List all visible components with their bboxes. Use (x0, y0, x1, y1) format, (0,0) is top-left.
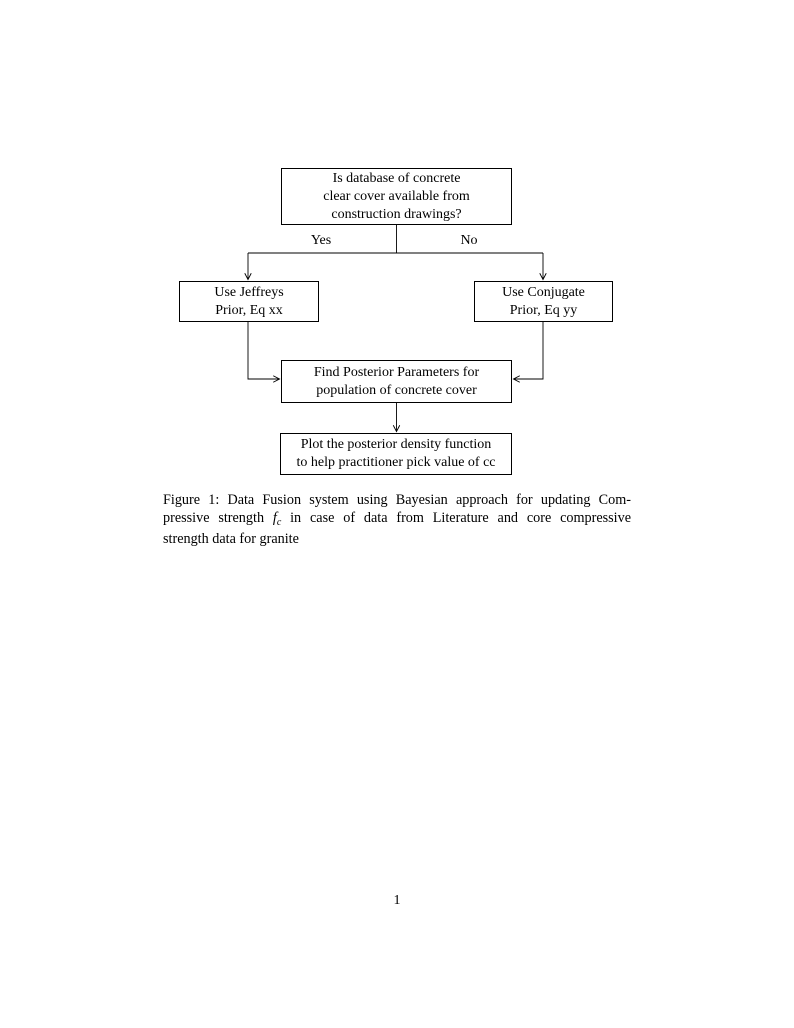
node-text-line: Use Conjugate (502, 284, 585, 300)
node-text-line: to help practitioner pick value of cc (296, 455, 496, 470)
edge-label-yes: Yes (310, 233, 332, 248)
math-symbol-fc: f (272, 509, 277, 526)
figure-1-flowchart: Is database of concrete clear cover avai… (0, 0, 794, 490)
node-text-line: Prior, Eq xx (215, 302, 283, 318)
flowchart-node-decision: Is database of concrete clear cover avai… (281, 168, 512, 225)
caption-line-2: pressive strength fc in case of data fro… (163, 510, 631, 532)
edge-conjugate-to-posterior (512, 322, 544, 383)
node-text-line: Prior, Eq yy (509, 302, 578, 318)
figure-caption: Figure 1: Data Fusion system using Bayes… (163, 492, 631, 549)
node-text-line: Use Jeffreys (214, 284, 284, 300)
caption-line-2-text: pressive strength (163, 509, 273, 526)
flowchart-node-conjugate-prior: Use Conjugate Prior, Eq yy (474, 281, 613, 322)
node-text-line: Plot the posterior density function (300, 437, 492, 452)
edge-label-no: No (460, 233, 478, 248)
caption-line-3: strength data for granite (163, 531, 299, 548)
page-number: 1 (393, 893, 401, 908)
node-text-line: clear cover available from (323, 188, 470, 204)
flowchart-node-plot-density: Plot the posterior density function to h… (280, 433, 512, 475)
node-text-line: Find Posterior Parameters for (313, 364, 480, 380)
math-subscript-c: c (276, 516, 282, 528)
node-text-line: construction drawings? (331, 206, 462, 222)
caption-line-2-text: in case of data from Literature and core… (281, 509, 631, 526)
node-text-line: population of concrete cover (316, 382, 477, 398)
caption-line-1: Figure 1: Data Fusion system using Bayes… (163, 492, 631, 508)
edge-jeffreys-to-posterior (247, 322, 281, 383)
flowchart-node-find-posterior: Find Posterior Parameters for population… (281, 360, 512, 403)
node-text-line: Is database of concrete (332, 170, 461, 186)
flowchart-node-jeffreys-prior: Use Jeffreys Prior, Eq xx (179, 281, 319, 322)
